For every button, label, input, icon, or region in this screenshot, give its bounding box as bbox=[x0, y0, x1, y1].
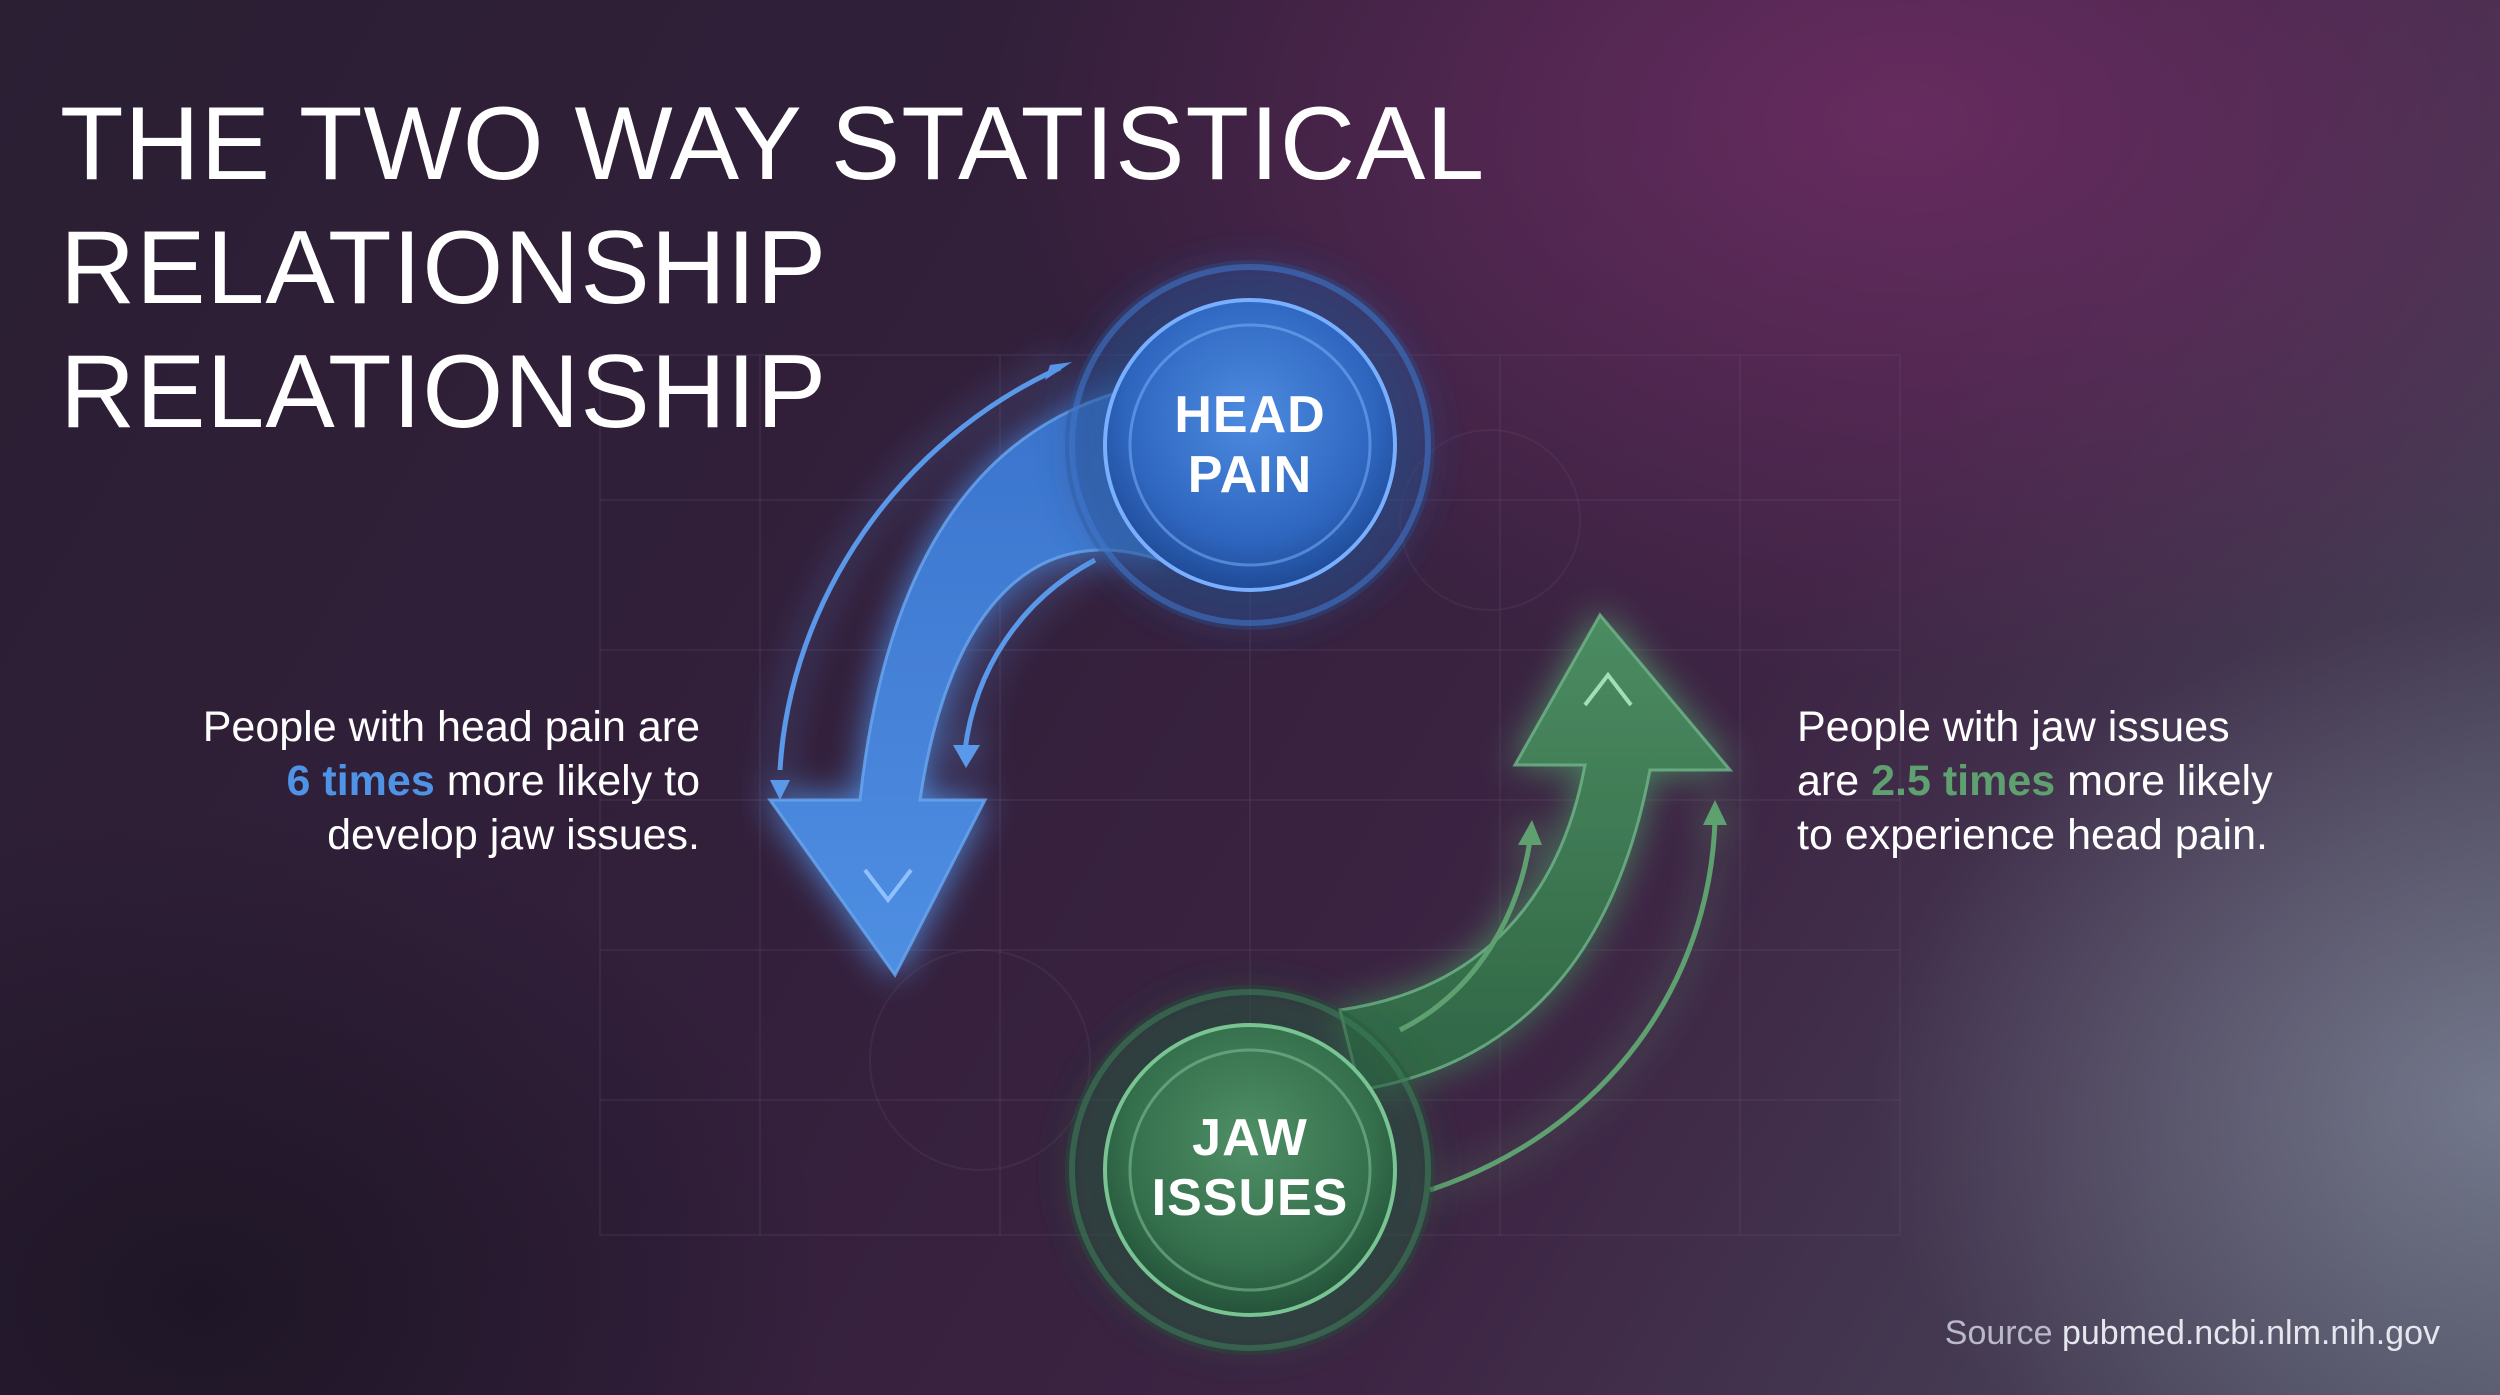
jaw-issues-label: JAW ISSUES bbox=[1100, 1108, 1400, 1228]
head-pain-multiplier: 6 times bbox=[286, 757, 435, 805]
head-pain-label-line-2: PAIN bbox=[1187, 446, 1313, 504]
head-pain-label: HEAD PAIN bbox=[1100, 385, 1400, 505]
source-url: pubmed.ncbi.nlm.nih.gov bbox=[2061, 1314, 2440, 1352]
jaw-issues-stat: People with jaw issues are 2.5 times mor… bbox=[1797, 700, 2417, 862]
blue-arrow-small-head-left bbox=[770, 780, 790, 800]
blue-arrow-small-head-top bbox=[1045, 362, 1072, 380]
head-to-jaw-arrow bbox=[767, 362, 1182, 978]
head-pain-stat-line-2-rest: more likely to bbox=[434, 757, 700, 805]
jaw-issues-label-line-1: JAW bbox=[1192, 1109, 1308, 1167]
green-arrow-inner-head bbox=[1518, 820, 1542, 845]
background-grid bbox=[599, 354, 1901, 1236]
jaw-issues-stat-line-3: to experience head pain. bbox=[1797, 811, 2268, 859]
head-pain-stat-line-2: 6 times more likely to bbox=[140, 754, 700, 808]
blue-arrow-inner-head bbox=[953, 745, 980, 768]
green-arrow-small-head-right bbox=[1703, 800, 1727, 825]
head-pain-label-line-1: HEAD bbox=[1174, 386, 1326, 444]
jaw-issues-multiplier: 2.5 times bbox=[1871, 757, 2056, 805]
head-pain-stat-line-3: develop jaw issues. bbox=[327, 811, 700, 859]
blue-arrow-body bbox=[767, 378, 1182, 978]
jaw-issues-stat-line-1: People with jaw issues bbox=[1797, 703, 2230, 751]
jaw-to-head-arrow bbox=[1338, 612, 1734, 1193]
head-pain-stat-line-1: People with head pain are bbox=[202, 703, 700, 751]
blue-arrow-chevron bbox=[863, 868, 913, 904]
jaw-issues-stat-line-2-pre: are bbox=[1797, 757, 1872, 805]
title-line-1: THE TWO WAY STATISTICAL RELATIONSHIP bbox=[60, 86, 1482, 326]
jaw-issues-stat-line-2-rest: more likely bbox=[2055, 757, 2273, 805]
jaw-issues-node bbox=[1065, 985, 1435, 1355]
title-line-2: RELATIONSHIP bbox=[60, 334, 828, 450]
page-title: THE TWO WAY STATISTICAL RELATIONSHIP REL… bbox=[60, 82, 2260, 454]
green-arrow-inner-line bbox=[1398, 839, 1533, 1033]
green-arrow-body bbox=[1338, 612, 1734, 1092]
green-arrow-chevron bbox=[1583, 671, 1633, 707]
source-credit: Source pubmed.ncbi.nlm.nih.gov bbox=[1945, 1314, 2440, 1353]
blue-arrow-outline bbox=[777, 365, 1062, 771]
head-pain-node bbox=[1065, 260, 1435, 630]
jaw-issues-label-line-2: ISSUES bbox=[1151, 1169, 1349, 1227]
blue-arrow-inner-line bbox=[962, 557, 1097, 751]
head-pain-stat: People with head pain are 6 times more l… bbox=[140, 700, 700, 862]
source-label: Source bbox=[1944, 1314, 2053, 1352]
green-arrow-outline bbox=[1429, 819, 1718, 1193]
jaw-issues-stat-line-2: are 2.5 times more likely bbox=[1797, 754, 2417, 808]
